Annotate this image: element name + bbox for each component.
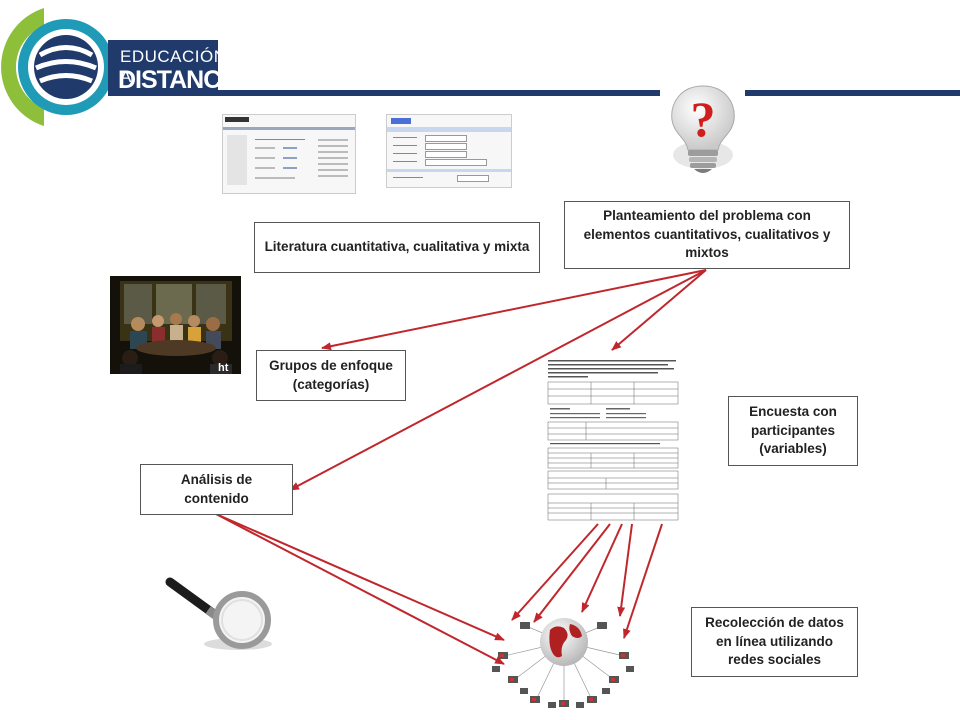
logo-line1: EDUCACIÓN A [120,47,227,86]
box-analisis: Análisis de contenido [140,464,293,515]
globe-network-icon [492,604,636,710]
arrow-encuesta-to-globe-3 [581,523,623,613]
arrow-encuesta-to-globe-4 [617,523,633,617]
arrow-planteamiento-to-encuesta [611,269,707,351]
database-screenshot-left [222,114,356,194]
survey-form-image [546,358,680,522]
logo: EDUCACIÓN A DISTANCIA [0,0,244,130]
question-bulb-icon: ? [658,80,748,180]
box-planteamiento: Planteamiento del problema con elementos… [564,201,850,269]
logo-emblem-icon [1,8,218,126]
header-rule-right [745,90,960,96]
box-encuesta: Encuesta con participantes (variables) [728,396,858,466]
focus-group-photo: ht [110,276,241,374]
svg-text:?: ? [691,91,716,147]
magnifying-glass-icon [158,570,278,660]
svg-text:ht: ht [218,362,229,374]
box-recoleccion: Recolección de datos en línea utilizando… [691,607,858,677]
header-rule-left [215,90,660,96]
box-literatura: Literatura cuantitativa, cualitativa y m… [254,222,540,273]
google-screenshot [386,114,512,188]
arrow-planteamiento-to-grupos [321,269,707,351]
box-grupos: Grupos de enfoque (categorías) [256,350,406,401]
logo-line2: DISTANCIA [118,66,244,94]
